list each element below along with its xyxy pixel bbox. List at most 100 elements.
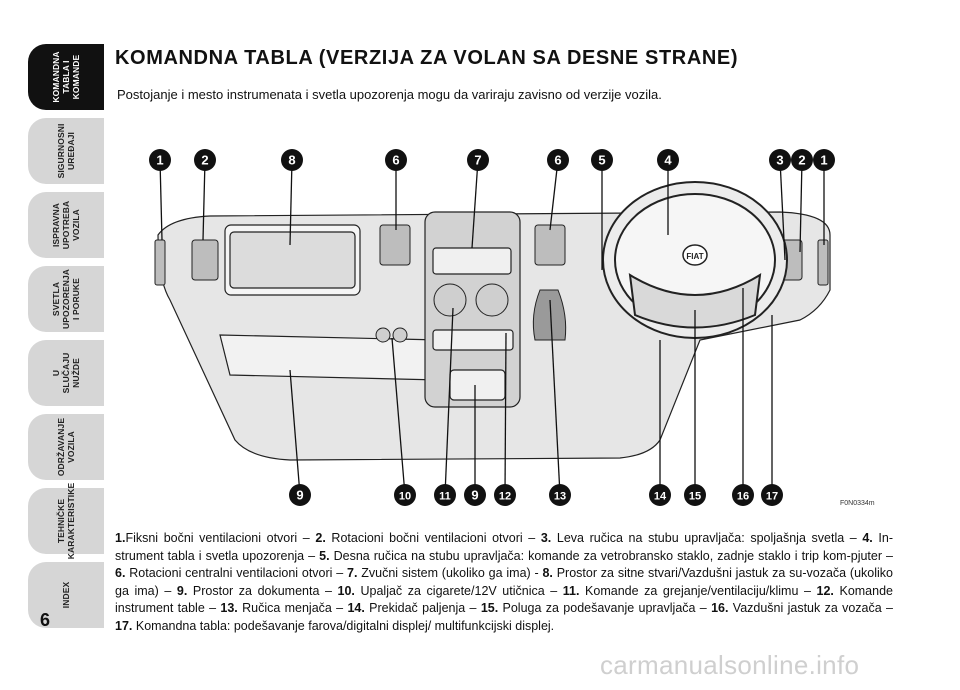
- callout-top-1-leader: [202, 159, 206, 241]
- caption-item-number: 11.: [562, 583, 580, 598]
- sidebar-tab[interactable]: SVETLA UPOZORENJA I PORUKE: [28, 266, 104, 332]
- callout-bottom-0-label: 9: [296, 488, 303, 503]
- callout-top-5-leader: [549, 159, 559, 231]
- caption-item-text: In-strument tabla i svetla upozorenja –: [115, 531, 893, 563]
- caption-item-number: 13.: [220, 601, 238, 615]
- callout-top-9-badge: [791, 149, 813, 171]
- caption-item-number: 3.: [540, 531, 552, 545]
- callout-top-10-label: 1: [820, 153, 827, 168]
- callout-bottom-8-label: 16: [737, 491, 749, 503]
- callout-top-4-label: 7: [474, 153, 481, 168]
- sidebar-tab[interactable]: ODRŽAVANJE VOZILA: [28, 414, 104, 480]
- caption-item-text: Prekidač paljenja –: [364, 601, 481, 615]
- callout-top-4-badge: [467, 149, 489, 171]
- callout-top-2-leader: [289, 159, 293, 246]
- callout-top-1-badge: [194, 149, 216, 171]
- callout-bottom-8-badge: [732, 484, 754, 506]
- sidebar-tab-label: ODRŽAVANJE VOZILA: [56, 417, 76, 477]
- callout-top-0-label: 1: [156, 153, 163, 168]
- callout-top-2-badge: [281, 149, 303, 171]
- climate-knobs: [375, 283, 509, 343]
- callout-bottom-9-label: 17: [766, 491, 778, 503]
- page-title: KOMANDNA TABLA (VERZIJA ZA VOLAN SA DESN…: [115, 47, 739, 69]
- callout-bottom-2-badge: [434, 484, 456, 506]
- caption-item-number: 5.: [319, 548, 330, 563]
- callout-bottom-9-badge: [761, 484, 783, 506]
- steering-wheel: [602, 181, 788, 339]
- callout-bottom-5-label: 13: [554, 491, 566, 503]
- figure-code: F0N0334m: [840, 500, 875, 507]
- sidebar-tab[interactable]: TEHNIČKE KARAKTERISTIKE: [28, 483, 104, 559]
- callout-top-5-label: 6: [554, 153, 561, 168]
- caption-item-number: 16.: [711, 601, 729, 615]
- caption-item-number: 4.: [862, 531, 873, 545]
- caption-item-number: 12.: [816, 583, 834, 598]
- caption-item-text: Prostor za sitne stvari/Vazdušni jastuk …: [115, 566, 893, 598]
- callout-top-9-leader: [799, 159, 803, 253]
- callout-top-1-label: 2: [201, 153, 208, 168]
- sidebar-tab[interactable]: INDEX: [28, 562, 104, 628]
- callout-top-8-label: 3: [776, 153, 783, 168]
- callout-bottom-1-leader: [391, 337, 406, 496]
- callout-bottom-5-badge: [549, 484, 571, 506]
- callout-bottom-0-leader: [289, 369, 301, 496]
- brand-badge-text: FIAT: [686, 252, 703, 261]
- caption-item-number: 17.: [115, 618, 133, 633]
- caption-item-text: Upaljač za cigarete/12V utičnica –: [354, 583, 563, 598]
- watermark: carmanualsonline.info: [600, 650, 860, 680]
- callout-bottom-1-label: 10: [399, 491, 411, 503]
- callout-top-0-badge: [149, 149, 171, 171]
- caption-item-number: 6.: [115, 566, 126, 580]
- caption-item-number: 14.: [347, 601, 365, 615]
- callout-bottom-5-leader: [549, 299, 561, 496]
- callout-top-6-label: 5: [598, 153, 605, 168]
- sidebar-tab[interactable]: SIGURNOSNI UREĐAJI: [28, 118, 104, 184]
- sidebar-tab-label: SVETLA UPOZORENJA I PORUKE: [51, 268, 81, 330]
- callout-top-7-label: 4: [664, 153, 672, 168]
- callout-top-7-badge: [657, 149, 679, 171]
- caption-item-number: 15.: [480, 601, 499, 615]
- sidebar-tab-label: SIGURNOSNI UREĐAJI: [56, 123, 76, 179]
- callout-bottom-6-label: 14: [654, 491, 667, 503]
- sidebar-tab-label: TEHNIČKE KARAKTERISTIKE: [56, 482, 76, 560]
- callout-bottom-7-label: 15: [689, 491, 701, 503]
- caption-item-text: Komande za grejanje/ventilaciju/klimu –: [579, 583, 817, 598]
- caption-item-text: Prostor za dokumenta –: [187, 583, 338, 598]
- callout-top-2-label: 8: [288, 153, 295, 168]
- callout-bottom-2-label: 11: [439, 491, 451, 503]
- caption-item-text: Desna ručica na stubu upravljača: komand…: [329, 548, 893, 563]
- callout-bottom-0-badge: [289, 484, 311, 506]
- sidebar-tab-label: U SLUČAJU NUŽDE: [51, 352, 81, 394]
- figure-caption: 1.Fiksni bočni ventilacioni otvori – 2. …: [115, 530, 893, 635]
- caption-item-text: Rotacioni bočni ventilacioni otvori –: [325, 531, 541, 545]
- caption-item-text: Vazdušni jastuk za vozača –: [728, 601, 893, 615]
- callout-bottom-1-badge: [394, 484, 416, 506]
- page-number: 6: [40, 610, 51, 630]
- caption-item-text: Ručica menjača –: [237, 601, 348, 615]
- callout-top-0-leader: [159, 159, 163, 241]
- callout-bottom-2-leader: [444, 307, 454, 496]
- sidebar-tab[interactable]: U SLUČAJU NUŽDE: [28, 340, 104, 406]
- callout-top-9-label: 2: [798, 153, 805, 168]
- sidebar-tab[interactable]: ISPRAVNA UPOTREBA VOZILA: [28, 192, 104, 258]
- sidebar-tab-label: ISPRAVNA UPOTREBA VOZILA: [51, 200, 81, 250]
- chapter-sidebar: KOMANDNA TABLA I KOMANDE SIGURNOSNI UREĐA…: [18, 44, 104, 634]
- caption-item-text: Poluga za podešavanje upravljača –: [498, 601, 712, 615]
- callout-top-4-leader: [471, 159, 479, 249]
- sidebar-tab-label: KOMANDNA TABLA I KOMANDE: [51, 51, 81, 103]
- caption-item-number: 1.: [115, 531, 126, 545]
- sidebar-tab[interactable]: KOMANDNA TABLA I KOMANDE: [28, 44, 104, 110]
- callout-bottom-4-leader: [504, 332, 507, 496]
- callout-bottom-6-badge: [649, 484, 671, 506]
- callout-top-3-label: 6: [392, 153, 399, 168]
- callout-top-3-badge: [385, 149, 407, 171]
- callout-bottom-7-badge: [684, 484, 706, 506]
- caption-item-text: Komande instrument table –: [115, 583, 893, 616]
- caption-item-text: Komandna tabla: podešavanje farova/digit…: [132, 618, 555, 633]
- caption-item-text: Zvučni sistem (ukoliko ga ima) -: [357, 566, 543, 580]
- caption-item-number: 2.: [315, 531, 326, 545]
- sidebar-tab-label: INDEX: [61, 581, 71, 609]
- gear-lever: [532, 289, 567, 341]
- callout-bottom-4-badge: [494, 484, 516, 506]
